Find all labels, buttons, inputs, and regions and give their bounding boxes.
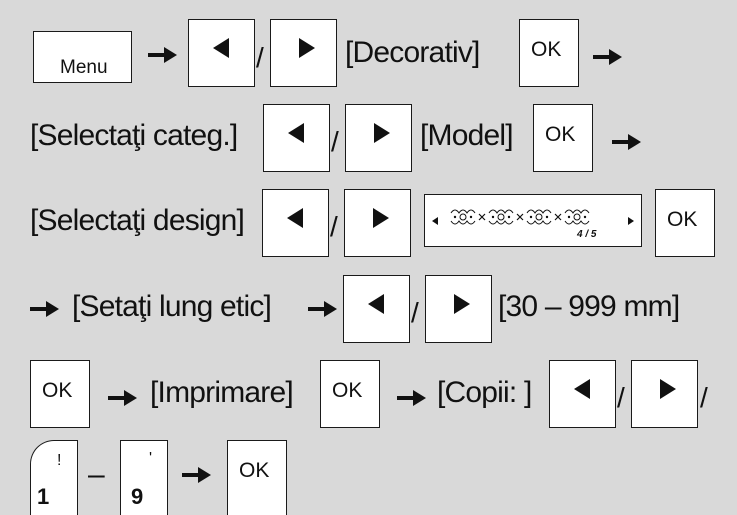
ok-key[interactable]: OK (227, 440, 287, 515)
key-1-digit: 1 (37, 484, 50, 509)
select-categ-label: [Selectaţi categ.] (30, 119, 238, 152)
ok-key[interactable]: OK (519, 19, 579, 87)
slash: / (617, 382, 625, 413)
left-key[interactable] (343, 275, 410, 343)
menu-key[interactable]: Menu (33, 31, 132, 83)
key-9-digit: 9 (131, 484, 144, 509)
right-key[interactable] (345, 104, 412, 172)
ok-key-label: OK (332, 379, 363, 402)
ok-key-label: OK (667, 208, 698, 231)
range-dash: – (88, 458, 105, 491)
small-right-triangle-icon (628, 217, 634, 225)
slash: / (700, 382, 708, 413)
slash: / (330, 211, 338, 242)
menu-key-label: Menu (60, 57, 108, 78)
design-preview: 4 / 5 (424, 194, 642, 247)
right-arrow-icon (308, 301, 337, 317)
right-arrow-icon (108, 390, 137, 406)
right-arrow-icon (397, 390, 426, 406)
right-arrow-icon (30, 301, 59, 317)
ok-key-label: OK (42, 379, 73, 402)
slash: / (411, 297, 419, 328)
right-key[interactable] (270, 19, 337, 87)
length-range-label: [30 – 999 mm] (498, 290, 680, 323)
right-key[interactable] (631, 360, 698, 428)
ok-key[interactable]: OK (655, 189, 715, 257)
set-length-label: [Setaţi lung etic] (72, 290, 272, 323)
right-triangle-icon (454, 294, 470, 314)
ok-key-label: OK (531, 38, 562, 61)
left-triangle-icon (368, 294, 384, 314)
print-label: [Imprimare] (150, 376, 294, 409)
right-triangle-icon (660, 379, 676, 399)
decorative-pattern-icon (450, 209, 590, 225)
right-arrow-icon (612, 134, 641, 150)
number-key-1[interactable]: ! 1 (30, 440, 78, 515)
right-triangle-icon (373, 208, 389, 228)
left-key[interactable] (262, 189, 329, 257)
slash: / (256, 42, 264, 73)
right-triangle-icon (299, 38, 315, 58)
right-arrow-icon (593, 49, 622, 65)
ok-key[interactable]: OK (320, 360, 380, 428)
number-key-9[interactable]: ' 9 (120, 440, 168, 515)
slash: / (331, 126, 339, 157)
model-label: [Model] (420, 119, 514, 152)
key-1-shift-symbol: ! (57, 452, 62, 469)
left-triangle-icon (574, 379, 590, 399)
right-triangle-icon (374, 123, 390, 143)
design-page-indicator: 4 / 5 (577, 229, 597, 240)
right-arrow-icon (148, 47, 177, 63)
right-key[interactable] (344, 189, 411, 257)
ok-key-label: OK (239, 459, 270, 482)
ok-key[interactable]: OK (30, 360, 90, 428)
right-arrow-icon (182, 467, 211, 483)
copies-label: [Copii: ] (437, 376, 532, 409)
left-key[interactable] (263, 104, 330, 172)
left-triangle-icon (213, 38, 229, 58)
left-triangle-icon (288, 123, 304, 143)
select-design-label: [Selectaţi design] (30, 204, 245, 237)
right-key[interactable] (425, 275, 492, 343)
decorativ-label: [Decorativ] (345, 36, 480, 69)
left-triangle-icon (287, 208, 303, 228)
ok-key[interactable]: OK (533, 104, 593, 172)
ok-key-label: OK (545, 123, 576, 146)
left-key[interactable] (549, 360, 616, 428)
left-key[interactable] (188, 19, 255, 87)
small-left-triangle-icon (432, 217, 438, 225)
key-9-shift-symbol: ' (149, 450, 153, 467)
